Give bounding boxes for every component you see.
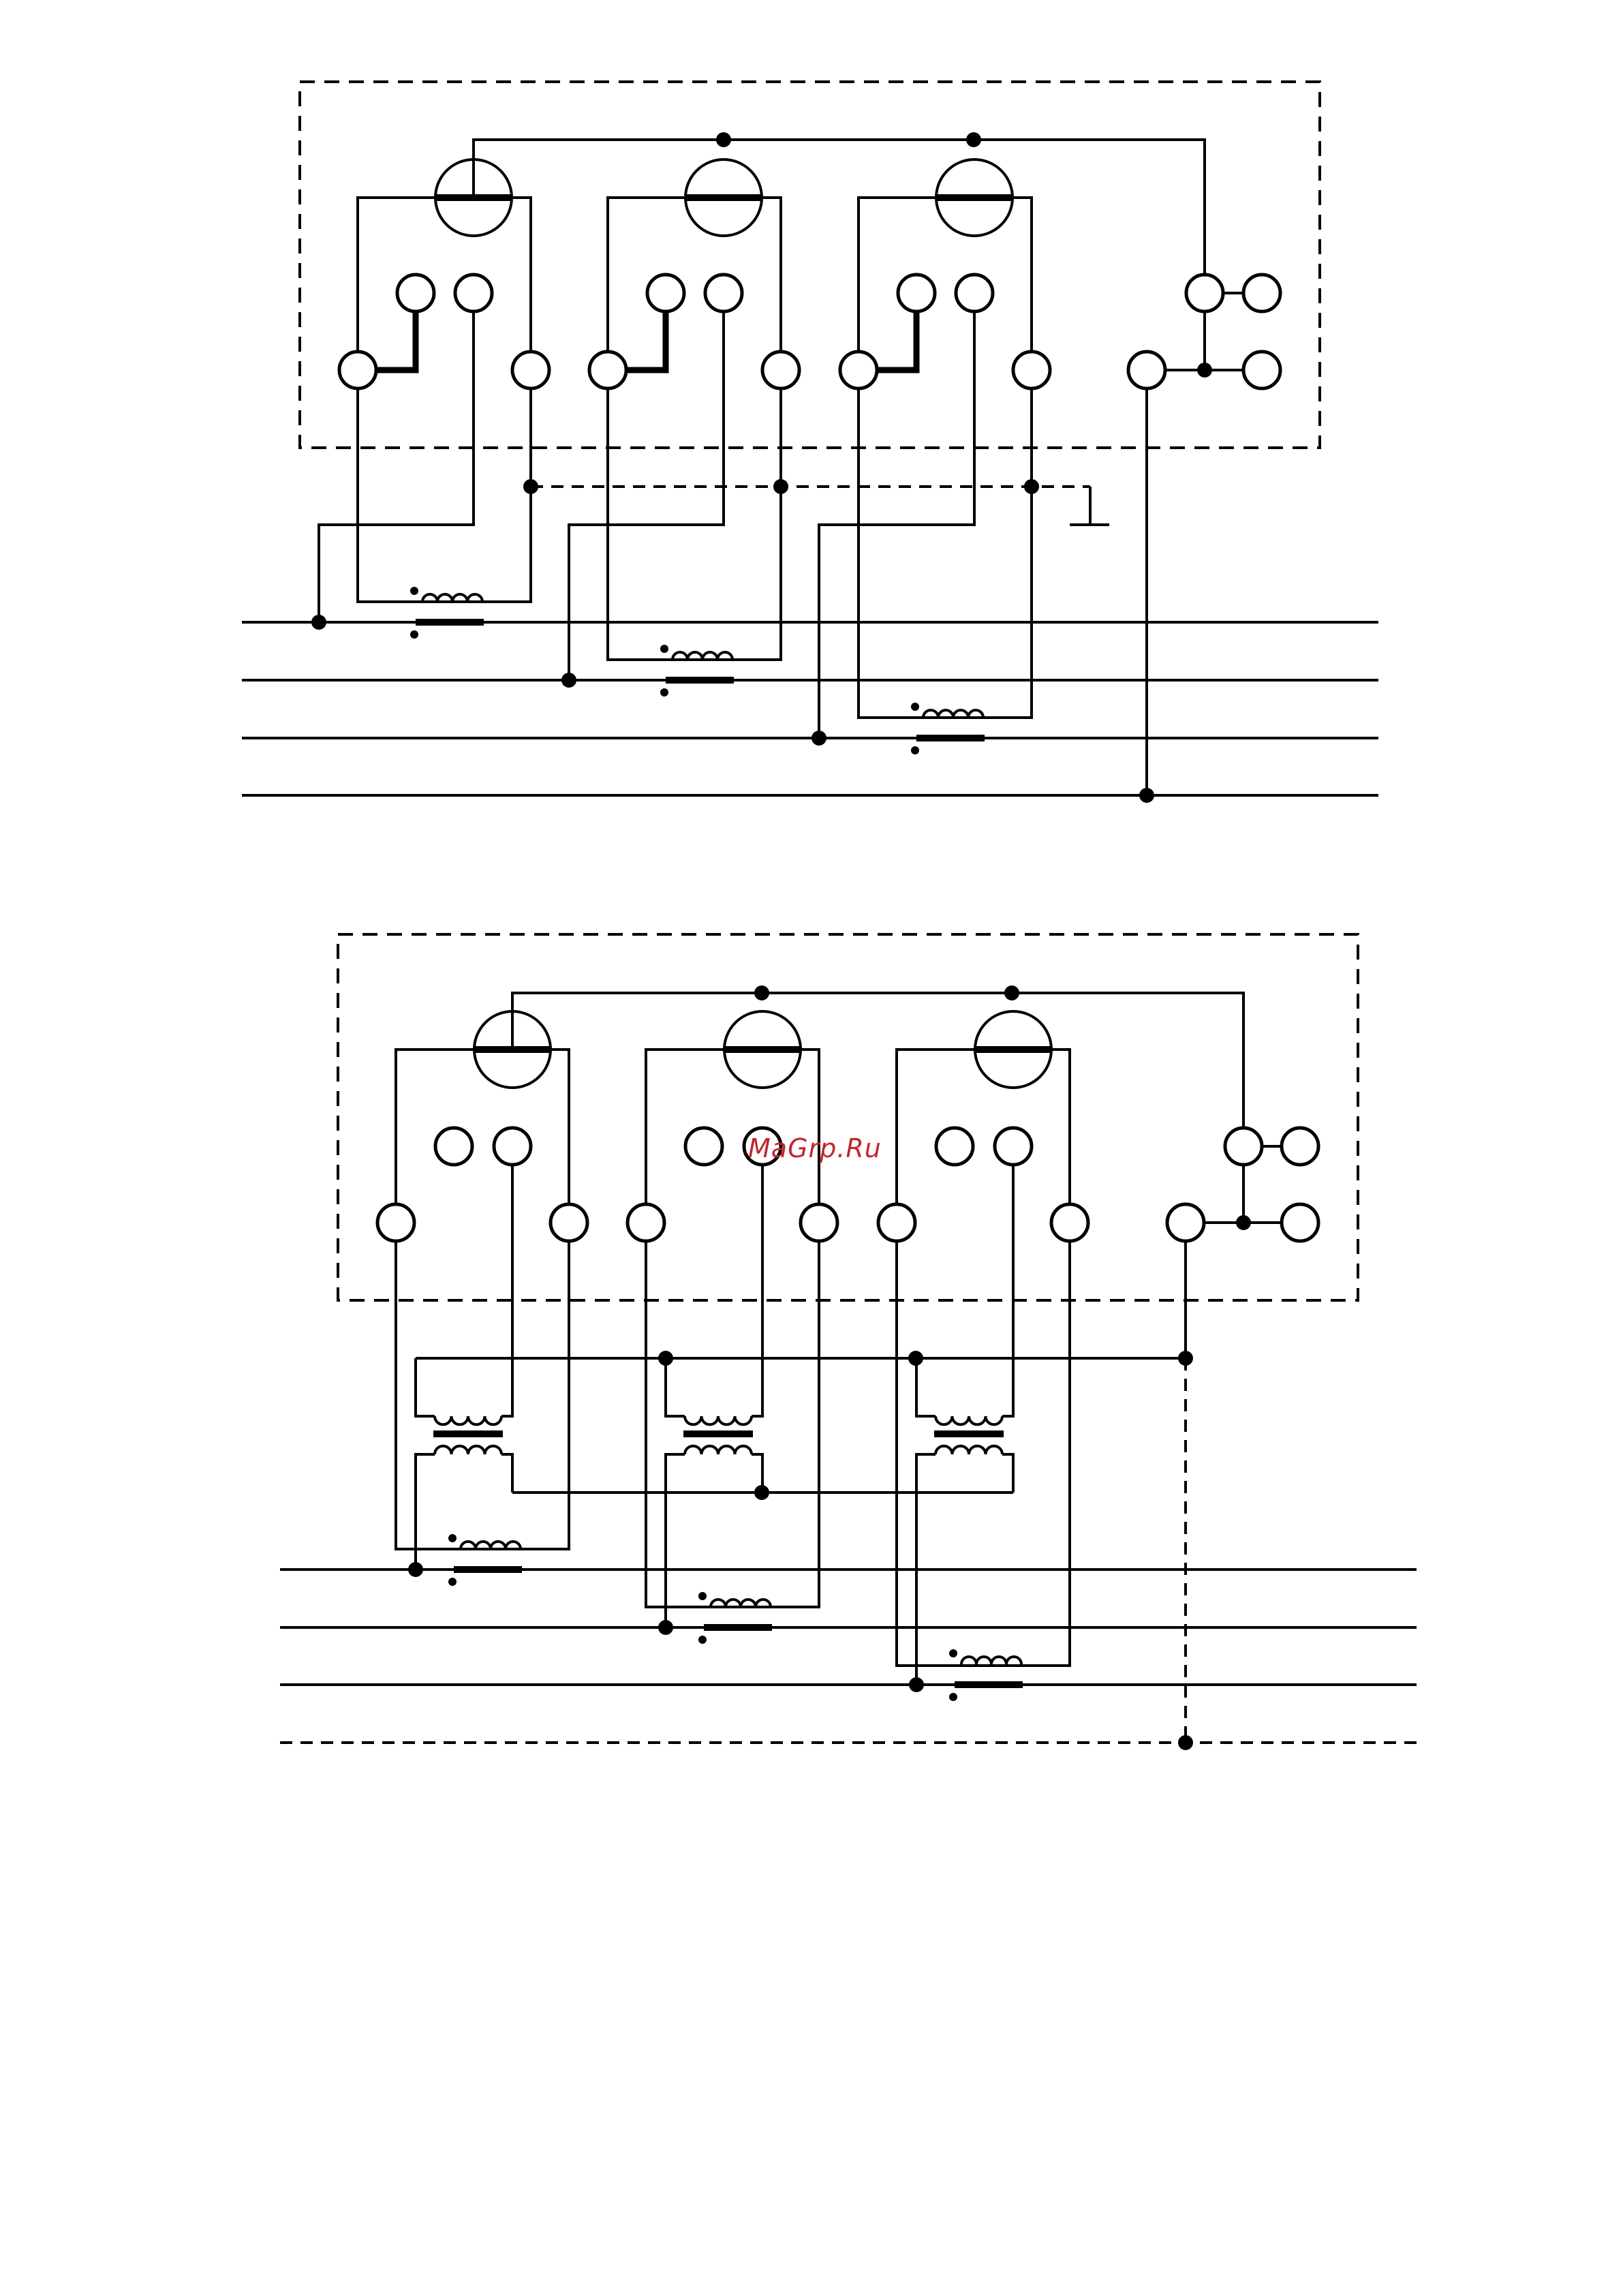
terminal-current-in-1 [377,1204,414,1241]
junction-dot [908,1351,923,1366]
vt-primary-coil-2 [685,1416,752,1424]
terminal-current-out-3 [1013,352,1050,388]
terminal-link-3 [936,1128,973,1165]
terminal-current-out-2 [801,1204,837,1241]
terminal-aux-1 [1225,1128,1262,1165]
terminal-current-in-3 [840,352,877,388]
junction-dot [966,132,981,147]
vt-primary-lead-1 [501,1146,512,1416]
terminal-aux-2 [1243,275,1280,311]
ct-loop-wire-3 [859,370,1032,718]
terminal-link-3 [898,275,935,311]
junction-dot [911,746,919,754]
junction-dot [1139,788,1154,803]
junction-dot [1178,1735,1193,1750]
top-bus-wire [474,140,1205,275]
junction-dot [658,1351,673,1366]
ct-loop-wire-3 [897,1223,1070,1666]
vt-primary-coil-3 [936,1416,1002,1424]
junction-dot [1236,1215,1251,1230]
vt-primary-lead-2 [752,1146,762,1416]
terminal-aux-3 [1282,1204,1318,1241]
ct-loop-wire-2 [608,370,781,660]
watermark-text: MaGrp.Ru [748,1133,882,1163]
vt-secondary-coil-2 [685,1446,752,1454]
junction-dot [660,645,668,653]
junction-dot [698,1592,707,1600]
bottom-wiring-diagram [280,934,1417,1750]
meter-enclosure [338,934,1358,1300]
voltage-feed-wire-2 [569,275,724,680]
terminal-current-out-1 [512,352,549,388]
junction-dot [949,1693,957,1701]
terminal-current-out-1 [551,1204,587,1241]
junction-dot [1197,363,1212,378]
junction-dot [716,132,731,147]
voltage-feed-wire-3 [819,275,974,738]
junction-dot [754,985,769,1000]
meter-enclosure [300,82,1320,448]
terminal-link-1 [435,1128,472,1165]
vt-primary-common-3 [916,1358,936,1416]
terminal-aux-2 [1282,1128,1318,1165]
junction-dot [754,1485,769,1500]
terminal-neutral [1167,1204,1204,1241]
terminal-current-in-3 [878,1204,915,1241]
junction-dot [660,688,668,697]
terminal-voltage-1 [455,275,492,311]
ct-loop-wire-1 [358,370,531,602]
junction-dot [1004,985,1019,1000]
vt-primary-common-2 [666,1358,685,1416]
vt-secondary-coil-1 [435,1446,501,1454]
terminal-neutral [1128,352,1165,388]
junction-dot [698,1636,707,1644]
vt-secondary-coil-3 [936,1446,1002,1454]
terminal-voltage-2 [705,275,742,311]
vt-primary-coil-1 [435,1416,501,1424]
vt-secondary-return-3 [1002,1454,1013,1493]
terminal-current-in-2 [589,352,626,388]
vt-secondary-feed-2 [666,1454,685,1627]
vt-primary-common-1 [416,1358,435,1416]
terminal-voltage-1 [494,1128,531,1165]
top-bus-wire [512,993,1243,1129]
terminal-link-1 [397,275,434,311]
top-wiring-diagram [242,82,1378,803]
vt-primary-lead-3 [1002,1146,1013,1416]
terminal-current-in-2 [628,1204,664,1241]
current-transformer-coil-3 [961,1657,1021,1664]
vt-secondary-return-1 [501,1454,512,1493]
junction-dot [448,1534,457,1542]
junction-dot [410,587,418,595]
terminal-aux-1 [1186,275,1223,311]
junction-dot [949,1649,957,1657]
vt-secondary-feed-1 [416,1454,435,1570]
junction-dot [410,630,418,639]
terminal-voltage-3 [995,1128,1032,1165]
terminal-aux-3 [1243,352,1280,388]
ct-loop-wire-1 [396,1223,569,1549]
junction-dot [911,703,919,711]
terminal-link-2 [685,1128,722,1165]
terminal-current-in-1 [339,352,376,388]
terminal-voltage-3 [956,275,993,311]
terminal-link-2 [647,275,684,311]
terminal-current-out-3 [1051,1204,1088,1241]
terminal-current-out-2 [762,352,799,388]
junction-dot [448,1578,457,1586]
